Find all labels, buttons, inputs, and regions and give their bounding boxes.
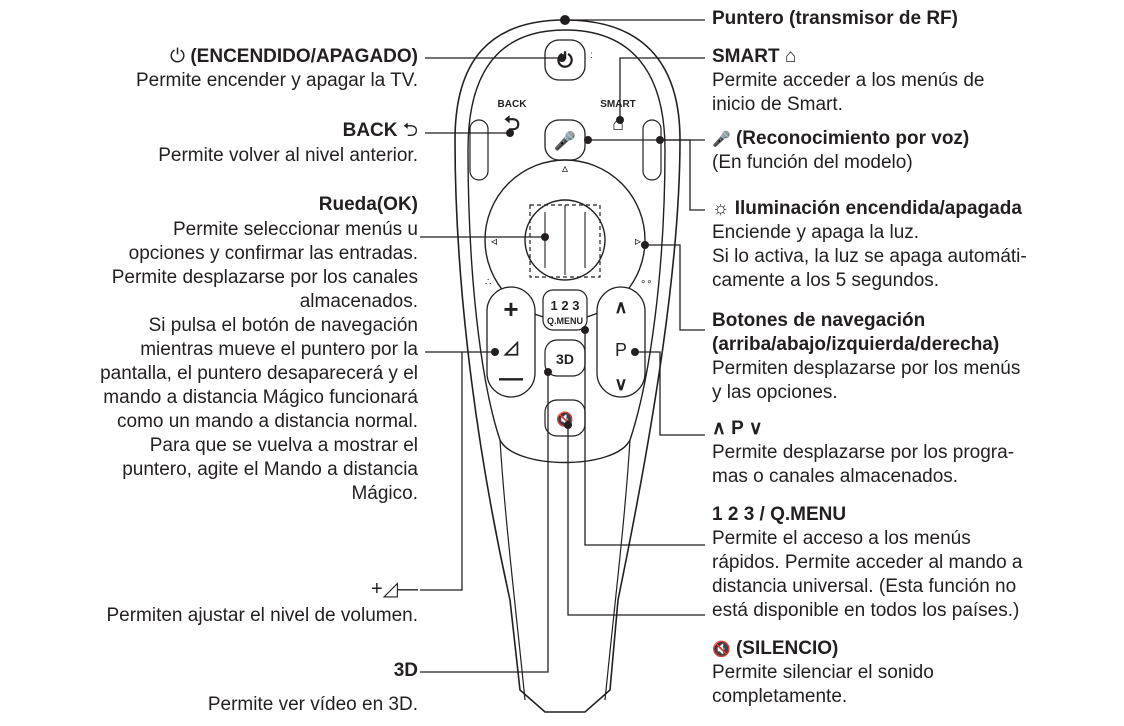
- mute-desc-line: completamente.: [712, 686, 848, 707]
- wheel-desc-line: Mágico.: [351, 483, 418, 504]
- wheel-desc-line: pantalla, el puntero desaparecerá y el: [100, 363, 418, 384]
- smart-desc-line: Permite acceder a los menús de: [712, 70, 985, 91]
- volume-mid: ◿: [503, 337, 519, 357]
- mute-title-text: (SILENCIO): [735, 638, 839, 659]
- wheel-desc-line: Para que se vuelva a mostrar el: [149, 435, 418, 456]
- nav-desc-line: Permiten desplazarse por los menús: [712, 358, 1021, 379]
- qmenu-desc-line: está disponible en todos los países.): [712, 600, 1020, 621]
- remote-dots-right: ∘∘: [640, 277, 653, 288]
- wheel-title: Rueda(OK): [318, 194, 418, 215]
- smart-desc-line: inicio de Smart.: [712, 94, 843, 115]
- power-title: ⏻ (ENCENDIDO/APAGADO): [170, 46, 418, 68]
- program-desc-line: Permite desplazarse por los progra-: [712, 442, 1015, 463]
- remote-stem-right: [604, 439, 631, 701]
- program-title: ∧ P ∨: [712, 418, 763, 439]
- back-desc: Permite volver al nivel anterior.: [158, 145, 418, 166]
- remote-stem-left: [499, 439, 526, 701]
- program-up: ∧: [614, 297, 627, 317]
- wheel-desc-line: Permite desplazarse por los canales: [111, 267, 418, 288]
- pointer-title: Puntero (transmisor de RF): [712, 8, 958, 29]
- remote-back-icon: ⮌: [504, 113, 520, 135]
- mute-icon: 🔇: [712, 641, 731, 658]
- back-title: BACK ⮌: [343, 120, 418, 142]
- wheel-desc-line: opciones y confirmar las entradas.: [128, 243, 418, 264]
- voice-title: 🎤 (Reconocimiento por voz): [712, 128, 969, 151]
- light-button: [642, 119, 662, 181]
- program-down: ∨: [614, 374, 627, 394]
- light-bulb-icon: ☼: [712, 198, 730, 219]
- remote-dots-left: ∴: [485, 277, 491, 288]
- light-desc-line: Enciende y apaga la luz.: [712, 222, 920, 243]
- nav-arrow-up: ▵: [562, 161, 568, 175]
- nav-title-line: (arriba/abajo/izquierda/derecha): [712, 334, 1000, 355]
- light-desc-line: Si lo activa, la luz se apaga automáti-: [712, 246, 1027, 267]
- mute-title: 🔇 (SILENCIO): [712, 638, 838, 661]
- voice-button-icon: 🎤: [554, 130, 576, 151]
- wheel-desc-line: mando a distancia Mágico funcionará: [103, 387, 418, 408]
- light-title-text: Iluminación encendida/apagada: [734, 198, 1022, 219]
- power-dots: :: [590, 50, 593, 61]
- remote-smart-label: SMART: [600, 99, 636, 110]
- light-button-left: [469, 119, 489, 181]
- power-icon: ⏻: [170, 46, 186, 67]
- nav-desc-line: y las opciones.: [712, 382, 838, 403]
- wheel-desc-line: puntero, agite el Mando a distancia: [122, 459, 418, 480]
- power-desc: Permite encender y apagar la TV.: [135, 70, 418, 91]
- volume-plus: +: [503, 294, 518, 324]
- smart-title-text: SMART: [712, 46, 780, 67]
- program-rocker: [596, 286, 646, 398]
- nav-arrow-right: ▹: [635, 234, 641, 248]
- program-p: P: [615, 340, 627, 360]
- back-title-text: BACK: [342, 120, 398, 141]
- wheel-desc-line: como un mando a distancia normal.: [117, 411, 418, 432]
- power-title-text: (ENCENDIDO/APAGADO): [190, 46, 418, 67]
- smart-home-icon: ⌂: [784, 46, 797, 67]
- qmenu-title: 1 2 3 / Q.MENU: [712, 504, 847, 525]
- program-desc-line: mas o canales almacenados.: [712, 466, 959, 487]
- three-d-icon: 3D: [393, 660, 418, 681]
- wheel-desc-line: mientras mueve el puntero por la: [140, 339, 418, 360]
- light-title: ☼ Iluminación encendida/apagada: [712, 198, 1022, 220]
- qmenu-label: Q.MENU: [547, 316, 583, 326]
- voice-desc-line: (En función del modelo): [712, 152, 913, 173]
- volume-minus: —: [499, 365, 523, 392]
- microphone-icon: 🎤: [712, 131, 731, 148]
- qmenu-button: [542, 289, 588, 331]
- wheel-desc-line: almacenados.: [299, 291, 418, 312]
- nav-title-line: Botones de navegación: [712, 310, 926, 331]
- qmenu-desc-line: rápidos. Permite acceder al mando a: [712, 552, 1023, 573]
- qmenu-desc-line: distancia universal. (Esta función no: [712, 576, 1017, 597]
- qmenu-number: 1 2 3: [551, 298, 580, 313]
- volume-rocker: [486, 286, 536, 398]
- smart-title: SMART ⌂: [712, 46, 796, 68]
- volume-desc: Permiten ajustar el nivel de volumen.: [106, 605, 418, 626]
- voice-title-text: (Reconocimiento por voz): [735, 128, 970, 149]
- light-desc-line: camente a los 5 segundos.: [712, 270, 940, 291]
- nav-arrow-left: ◃: [491, 234, 497, 248]
- qmenu-desc-line: Permite el acceso a los menús: [712, 528, 971, 549]
- mute-desc-line: Permite silenciar el sonido: [712, 662, 934, 683]
- volume-icon: +◿—: [370, 578, 418, 600]
- wheel-desc-line: Si pulsa el botón de navegación: [148, 315, 418, 336]
- back-icon: ⮌: [402, 120, 418, 141]
- three-d-desc: Permite ver vídeo en 3D.: [207, 694, 418, 715]
- remote-back-label: BACK: [498, 99, 528, 110]
- three-d-button-label: 3D: [556, 351, 574, 367]
- wheel-desc-line: Permite seleccionar menús u: [173, 219, 418, 240]
